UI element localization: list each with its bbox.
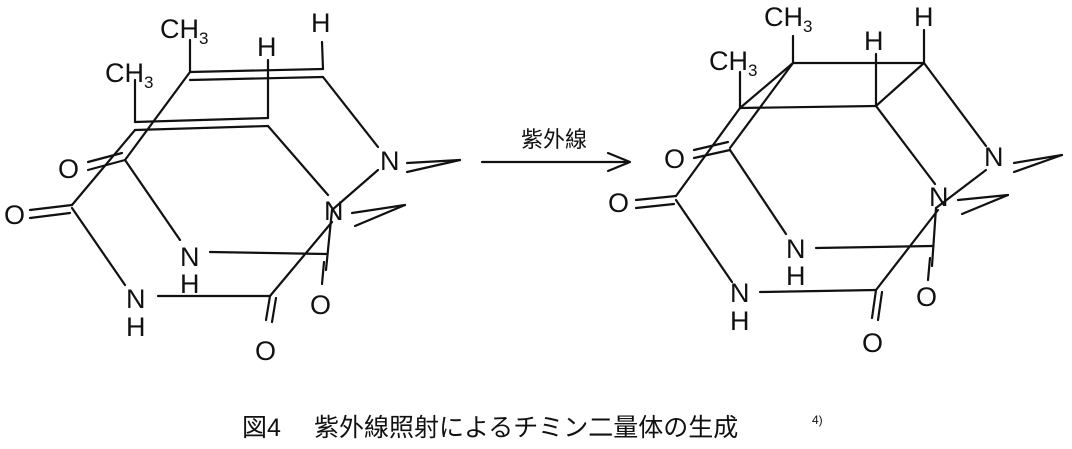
right-oxygen-left: O	[608, 188, 629, 218]
reaction-arrow-head	[606, 151, 632, 173]
left-methyl-top-label: CH3	[160, 14, 208, 48]
right-oxygen-right: O	[916, 282, 937, 312]
right-nitrogen-right-upper: N	[984, 142, 1004, 172]
right-hydrogen-inner: H	[864, 26, 884, 56]
left-nitrogen-nh-lower: N	[126, 284, 146, 314]
left-methyl-left-label: CH3	[105, 58, 153, 92]
right-hydrogen-nh-lower: H	[730, 306, 750, 336]
right-methyl-left-label: CH3	[709, 46, 757, 80]
left-oxygen-upper: O	[58, 154, 79, 184]
right-nitrogen-nh-upper: N	[786, 234, 806, 264]
left-nitrogen-right-upper: N	[380, 146, 400, 176]
right-bonds	[634, 28, 1064, 322]
left-hydrogen-inner: H	[257, 32, 277, 62]
left-molecule: CH3 CH3 H H O O O O N N N H N H	[4, 8, 462, 366]
right-oxygen-bottom: O	[862, 328, 883, 358]
left-oxygen-right: O	[310, 290, 331, 320]
caption-reference: 4)	[812, 413, 823, 427]
figure-caption: 図4 紫外線照射によるチミン二量体の生成 4)	[242, 413, 823, 442]
reaction-arrow: 紫外線	[480, 127, 632, 173]
right-hydrogen-top: H	[914, 2, 934, 32]
left-oxygen-bottom: O	[255, 336, 276, 366]
left-atom-labels: CH3 CH3 H H O O O O N N N H N H	[4, 8, 400, 366]
left-hydrogen-top: H	[311, 8, 331, 38]
left-nitrogen-right-mid: N	[324, 196, 344, 226]
caption-title: 紫外線照射によるチミン二量体の生成	[314, 414, 738, 442]
right-molecule: CH3 CH3 H H O O O O N N N H N H	[608, 2, 1064, 358]
reaction-arrow-label: 紫外線	[521, 127, 587, 152]
right-nitrogen-right-mid: N	[929, 182, 949, 212]
left-hydrogen-nh-lower: H	[126, 312, 146, 342]
left-hydrogen-nh-upper: H	[180, 269, 200, 299]
right-atom-labels: CH3 CH3 H H O O O O N N N H N H	[608, 2, 1004, 358]
right-methyl-top-label: CH3	[764, 2, 812, 36]
left-nitrogen-nh-upper: N	[180, 242, 200, 272]
right-hydrogen-nh-upper: H	[786, 261, 806, 291]
right-nitrogen-nh-lower: N	[730, 278, 750, 308]
right-oxygen-upper: O	[664, 144, 685, 174]
left-oxygen-left: O	[4, 200, 25, 230]
left-bonds	[28, 38, 462, 324]
caption-label: 図4	[242, 414, 281, 442]
